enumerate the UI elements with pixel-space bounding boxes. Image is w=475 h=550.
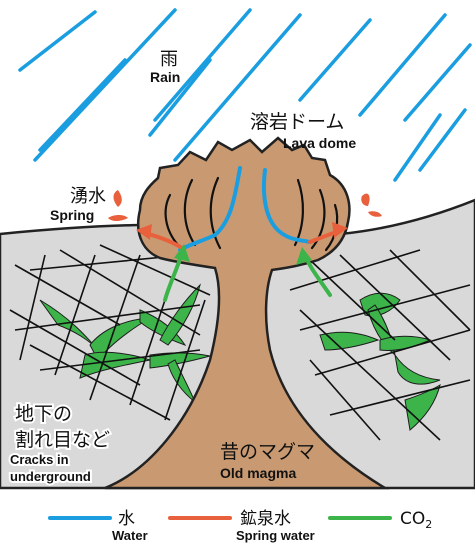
legend-spring-en: Spring water (236, 528, 315, 543)
rain-label-en: Rain (150, 69, 180, 85)
cracks-label-jp-2: 割れ目など (15, 429, 110, 451)
legend-water-en: Water (112, 528, 148, 543)
crack-grid-lines (9, 244, 471, 441)
rain-lines (18, 8, 472, 182)
rain-label-jp: 雨 (160, 49, 178, 70)
cracks-label-jp-1: 地下の (15, 403, 72, 425)
legend-co2-label: CO2 (400, 509, 432, 531)
lava-dome-label-jp: 溶岩ドーム (250, 111, 344, 133)
old-magma-label-jp: 昔のマグマ (220, 441, 315, 463)
cracks-label-en-2: underground (10, 469, 91, 484)
water-paths (178, 166, 312, 252)
lava-dome-label-en: Lava dome (283, 135, 356, 151)
old-magma-label-en: Old magma (220, 465, 296, 481)
legend: 水 Water 鉱泉水 Spring water CO2 (48, 509, 432, 543)
crack-zones-right (319, 292, 441, 431)
legend-water-jp: 水 (118, 509, 135, 529)
magma-body (104, 136, 390, 490)
cracks-label-en-1: Cracks in (10, 452, 69, 467)
legend-spring-jp: 鉱泉水 (240, 509, 291, 529)
spring-arrowheads (108, 190, 382, 240)
spring-label-jp: 湧水 (70, 186, 106, 207)
spring-label-en: Spring (50, 207, 94, 223)
crack-zones-left (39, 283, 211, 404)
co2-arrowheads (174, 244, 312, 265)
